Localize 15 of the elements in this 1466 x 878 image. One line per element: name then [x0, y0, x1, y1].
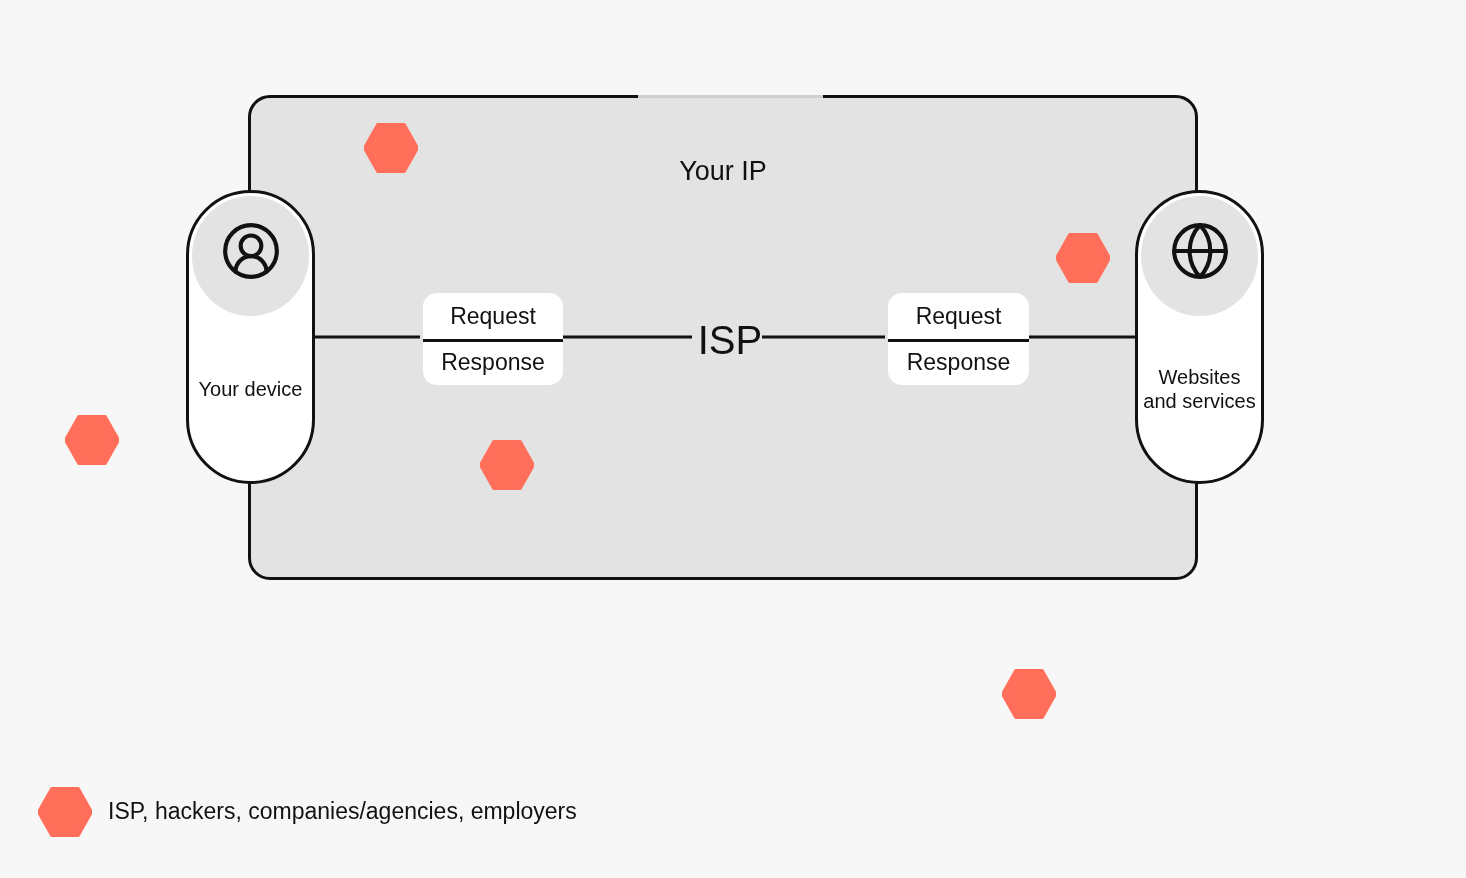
endpoint-label: Your device	[197, 377, 304, 401]
message-box	[423, 293, 563, 385]
connector-line	[1026, 335, 1135, 339]
endpoint-label: Websites and services	[1142, 365, 1257, 413]
connector-line	[762, 335, 885, 339]
legend-label: ISP, hackers, companies/agencies, employers	[108, 798, 577, 825]
node-label: ISP	[695, 317, 765, 363]
connector-line	[560, 335, 692, 339]
message-label: Response	[906, 348, 1011, 377]
area-title: Your IP	[678, 156, 768, 187]
connector-line	[315, 335, 420, 339]
message-label: Request	[450, 302, 536, 331]
message-box	[888, 293, 1029, 385]
message-label: Response	[441, 348, 545, 377]
message-label: Request	[915, 302, 1002, 331]
